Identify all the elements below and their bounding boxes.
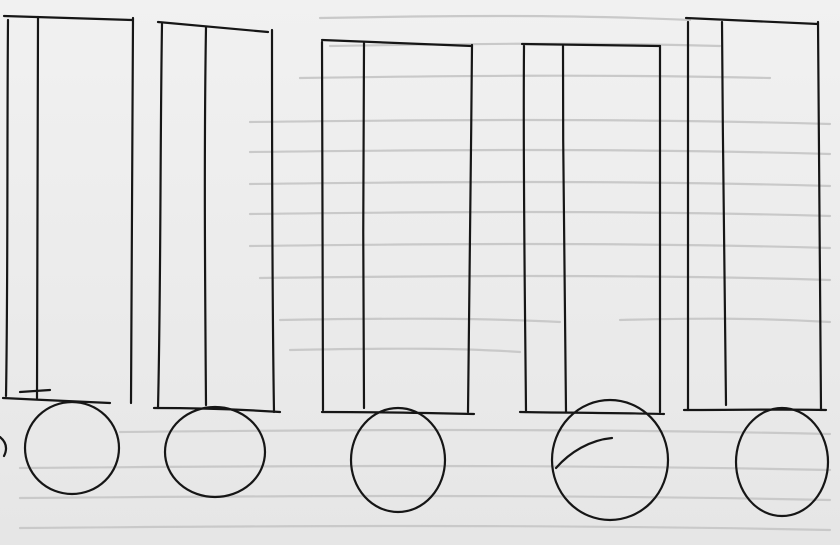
bar-outline bbox=[4, 16, 132, 20]
circle-shape bbox=[25, 402, 119, 494]
circle-shape bbox=[552, 400, 668, 520]
bar-outline bbox=[158, 24, 162, 408]
circle-shape bbox=[165, 407, 265, 497]
bar-figure-5 bbox=[684, 18, 828, 516]
bar-outline bbox=[3, 398, 110, 403]
stray-pen-mark bbox=[0, 437, 6, 456]
bar-figure-2 bbox=[154, 22, 280, 497]
bar-outline bbox=[322, 42, 323, 410]
bar-outline bbox=[158, 22, 268, 32]
bar-outline bbox=[563, 46, 566, 412]
bar-outline bbox=[20, 390, 50, 392]
bar-outline bbox=[322, 40, 472, 46]
bar-figure-3 bbox=[322, 40, 474, 512]
bar-outline bbox=[37, 17, 38, 398]
bar-outline bbox=[154, 408, 280, 412]
bar-outline bbox=[6, 20, 8, 396]
bar-outline bbox=[363, 43, 364, 408]
bar-outline bbox=[205, 27, 206, 405]
bar-outline bbox=[272, 30, 274, 412]
circle-shape bbox=[351, 408, 445, 512]
bar-outline bbox=[322, 412, 474, 414]
bar-outline bbox=[818, 22, 821, 410]
bar-outline bbox=[524, 46, 526, 412]
bar-outline bbox=[722, 22, 726, 405]
bar-outline bbox=[468, 45, 472, 412]
bar-outline bbox=[520, 412, 664, 414]
bar-outline bbox=[686, 18, 818, 24]
bar-outline bbox=[522, 44, 660, 46]
bar-figure-4 bbox=[520, 44, 668, 520]
bar-figure-1 bbox=[3, 16, 133, 494]
circle-shape bbox=[736, 408, 828, 516]
bar-outline bbox=[131, 18, 133, 403]
circle-tail bbox=[556, 438, 612, 468]
